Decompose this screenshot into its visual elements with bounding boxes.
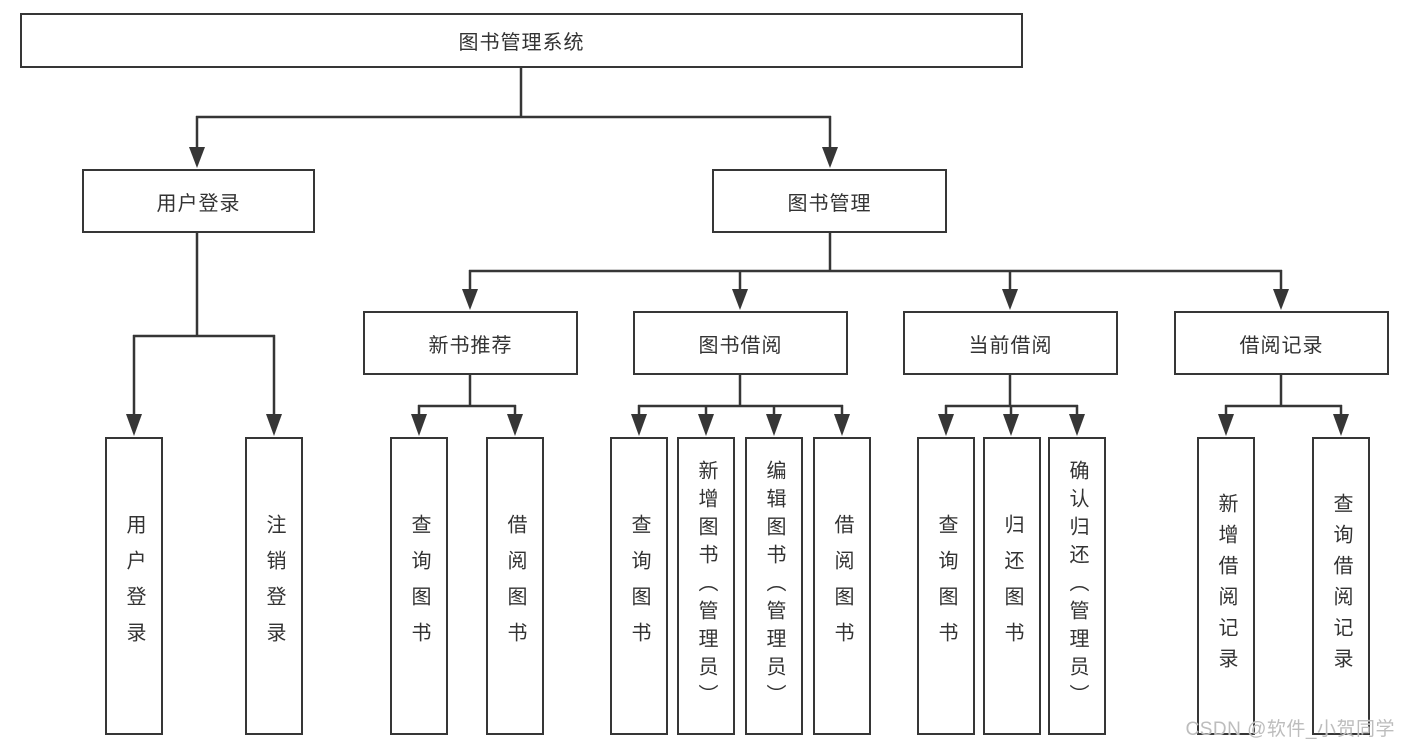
arrowhead-g3-0 (631, 414, 647, 436)
leaf-borrow-books-recommend-label: 借阅图书 (504, 514, 526, 658)
leaf-edit-books-admin: 编辑图书（管理员） (745, 437, 803, 735)
node-user-login-label: 用户登录 (156, 192, 241, 215)
leaf-query-books-borrow-label: 查询图书 (628, 514, 650, 658)
arrowhead-g2-0 (411, 414, 427, 436)
leaf-query-borrow-record: 查询借阅记录 (1312, 437, 1370, 735)
leaf-edit-books-admin-label: 编辑图书（管理员） (763, 460, 785, 712)
leaf-query-books-recommend-label: 查询图书 (408, 514, 430, 658)
node-book-management: 图书管理 (712, 169, 947, 233)
leaf-add-borrow-record-label: 新增借阅记录 (1215, 493, 1237, 679)
leaf-query-borrow-record-label: 查询借阅记录 (1330, 493, 1352, 679)
arrowhead-g5-1 (1333, 414, 1349, 436)
node-current-borrowing: 当前借阅 (903, 311, 1118, 375)
arrowhead-new-books (462, 289, 478, 310)
leaf-query-books-current: 查询图书 (917, 437, 975, 735)
leaf-user-login-label: 用户登录 (123, 514, 145, 658)
arrowhead-g5-0 (1218, 414, 1234, 436)
leaf-add-books-admin-label: 新增图书（管理员） (695, 460, 717, 712)
leaf-add-books-admin: 新增图书（管理员） (677, 437, 735, 735)
arrowhead-user-login (189, 147, 205, 168)
arrowhead-leaf-login (126, 414, 142, 436)
arrowhead-g3-1 (698, 414, 714, 436)
node-book-borrowing-label: 图书借阅 (698, 334, 783, 357)
node-book-management-label: 图书管理 (787, 192, 872, 215)
leaf-borrow-books: 借阅图书 (813, 437, 871, 735)
arrowhead-cur-borrow (1002, 289, 1018, 310)
leaf-add-borrow-record: 新增借阅记录 (1197, 437, 1255, 735)
leaf-logout-label: 注销登录 (263, 514, 285, 658)
leaf-confirm-return-admin-label: 确认归还（管理员） (1066, 460, 1088, 712)
node-root-system: 图书管理系统 (20, 13, 1023, 68)
leaf-confirm-return-admin: 确认归还（管理员） (1048, 437, 1106, 735)
arrowhead-leaf-logout (266, 414, 282, 436)
leaf-query-books-borrow: 查询图书 (610, 437, 668, 735)
node-new-book-recommend-label: 新书推荐 (428, 334, 513, 357)
arrowhead-g4-1 (1003, 414, 1019, 436)
arrowhead-g3-3 (834, 414, 850, 436)
arrowhead-records (1273, 289, 1289, 310)
arrowhead-g2-1 (507, 414, 523, 436)
node-root-label: 图书管理系统 (458, 32, 585, 54)
node-user-login: 用户登录 (82, 169, 315, 233)
leaf-logout: 注销登录 (245, 437, 303, 735)
arrowhead-book-borrow (732, 289, 748, 310)
arrowhead-g4-2 (1069, 414, 1085, 436)
leaf-return-books: 归还图书 (983, 437, 1041, 735)
leaf-borrow-books-label: 借阅图书 (831, 514, 853, 658)
arrowhead-g3-2 (766, 414, 782, 436)
node-new-book-recommend: 新书推荐 (363, 311, 578, 375)
node-book-borrowing: 图书借阅 (633, 311, 848, 375)
node-current-borrowing-label: 当前借阅 (968, 334, 1053, 357)
leaf-user-login: 用户登录 (105, 437, 163, 735)
node-borrow-records: 借阅记录 (1174, 311, 1389, 375)
arrowhead-book-mgmt (822, 147, 838, 168)
leaf-query-books-recommend: 查询图书 (390, 437, 448, 735)
leaf-query-books-current-label: 查询图书 (935, 514, 957, 658)
arrowhead-g4-0 (938, 414, 954, 436)
leaf-return-books-label: 归还图书 (1001, 514, 1023, 658)
leaf-borrow-books-recommend: 借阅图书 (486, 437, 544, 735)
node-borrow-records-label: 借阅记录 (1239, 334, 1324, 357)
